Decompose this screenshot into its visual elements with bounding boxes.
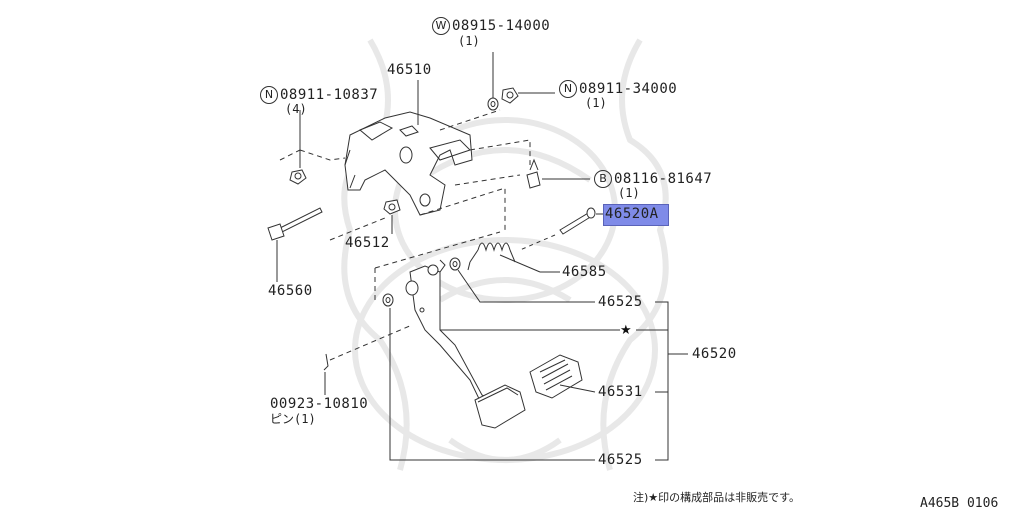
label-46531[interactable]: 46531: [598, 384, 643, 400]
pedal-pad: [474, 384, 526, 429]
label-46560[interactable]: 46560: [268, 283, 313, 299]
label-46585[interactable]: 46585: [562, 264, 607, 280]
label-08915-14000[interactable]: 08915-14000: [452, 18, 551, 34]
diagram-reference: A465B 0106: [920, 496, 999, 510]
label-00923-10810[interactable]: 00923-10810: [270, 396, 369, 412]
qty-08911-34000: (1): [585, 96, 607, 110]
bushing-46525-upper: [449, 257, 461, 271]
nut-08911-10837: [289, 169, 307, 185]
qty-08915-14000: (1): [458, 34, 480, 48]
pedal-pad-46531: [529, 354, 583, 399]
star-marker: ★: [620, 323, 632, 338]
shaft-46520A: [559, 207, 596, 235]
nut-prefix-badge: N: [559, 80, 577, 98]
return-spring-46585: [467, 242, 516, 271]
nut-prefix-badge: N: [260, 86, 278, 104]
label-46525-lower[interactable]: 46525: [598, 452, 643, 468]
qty-08116-81647: (1): [618, 186, 640, 200]
nut-46512: [383, 199, 401, 215]
label-46510[interactable]: 46510: [387, 62, 432, 78]
washer-08915-14000: [487, 97, 499, 111]
pedal-bracket: [344, 111, 473, 216]
bolt-prefix-badge: B: [594, 170, 612, 188]
label-46512[interactable]: 46512: [345, 235, 390, 251]
label-46520[interactable]: 46520: [692, 346, 737, 362]
label-46520A[interactable]: 46520A: [605, 206, 659, 222]
bushing-46525-lower: [382, 293, 394, 307]
qty-08911-10837: (4): [285, 102, 307, 116]
footnote: 注)★印の構成部品は非販売です。: [633, 491, 801, 504]
nut-08911-34000: [501, 87, 519, 104]
highlight-46520A: [603, 204, 669, 226]
bolt-46560: [267, 207, 323, 241]
qty-00923-10810: ピン(1): [270, 412, 316, 426]
pin-00923-10810: [323, 353, 329, 371]
label-08911-34000[interactable]: 08911-34000: [579, 81, 678, 97]
label-46525-upper[interactable]: 46525: [598, 294, 643, 310]
label-08911-10837[interactable]: 08911-10837: [280, 87, 379, 103]
bolt-08116-81647: [526, 158, 541, 189]
label-08116-81647[interactable]: 08116-81647: [614, 171, 713, 187]
washer-prefix-badge: W: [432, 17, 450, 35]
